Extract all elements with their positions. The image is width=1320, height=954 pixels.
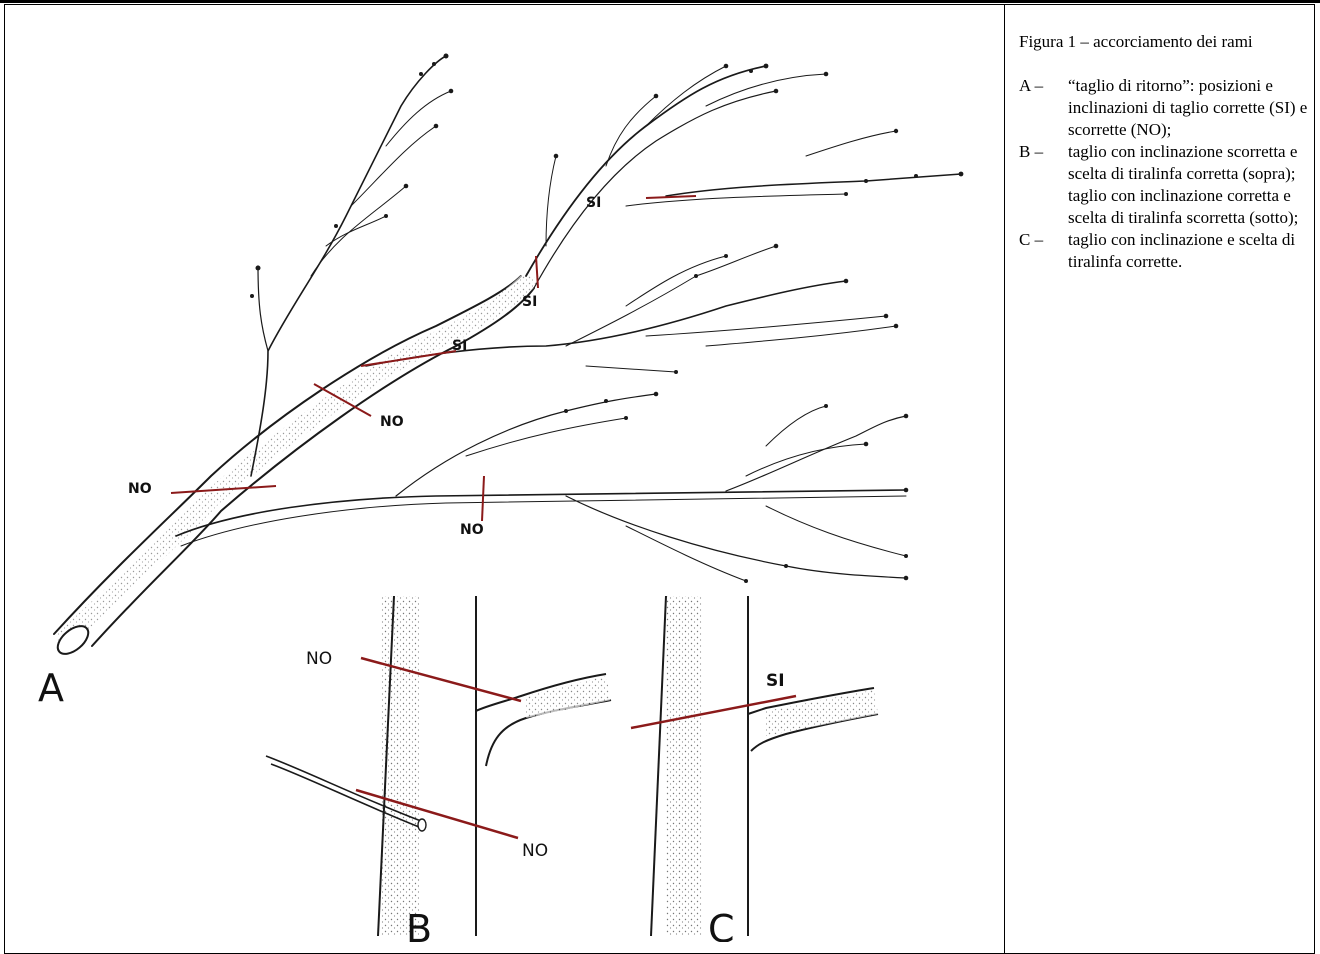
panel-label-c: C [708,907,735,942]
label-no-b-top: NO [306,649,332,669]
panel-label-a: A [38,666,64,710]
panel-b-drawing [266,596,611,936]
pruning-illustration: SI SI SI NO NO NO A NO NO B SI C [6,6,1002,942]
label-no-b-bottom: NO [522,841,548,861]
caption-letter-b: B – [1019,141,1043,163]
caption-item-b: B – taglio con inclinazione scorretta e … [1019,141,1309,229]
label-si-branch: SI [452,338,467,354]
column-divider [1004,4,1005,954]
panel-a-branch [53,54,964,660]
label-si-middle: SI [522,294,537,310]
caption-text-b: taglio con inclinazione scorretta e scel… [1068,142,1298,227]
caption-text-a: “taglio di ritorno”: posizioni e inclina… [1068,76,1307,139]
label-no-trunk: NO [128,481,152,497]
label-si-c: SI [766,671,785,691]
figure-caption: Figura 1 – accorciamento dei rami A – “t… [1019,31,1309,273]
caption-text-c: taglio con inclinazione e scelta di tira… [1068,230,1295,271]
caption-letter-a: A – [1019,75,1043,97]
caption-title: Figura 1 – accorciamento dei rami [1019,31,1309,53]
label-no-lower: NO [460,522,484,538]
caption-item-c: C – taglio con inclinazione e scelta di … [1019,229,1309,273]
top-rule [0,0,1320,3]
label-si-upper: SI [586,195,601,211]
caption-letter-c: C – [1019,229,1043,251]
panel-c-drawing [651,596,878,936]
label-no-upper: NO [380,414,404,430]
caption-item-a: A – “taglio di ritorno”: posizioni e inc… [1019,75,1309,141]
panel-label-b: B [406,907,432,942]
